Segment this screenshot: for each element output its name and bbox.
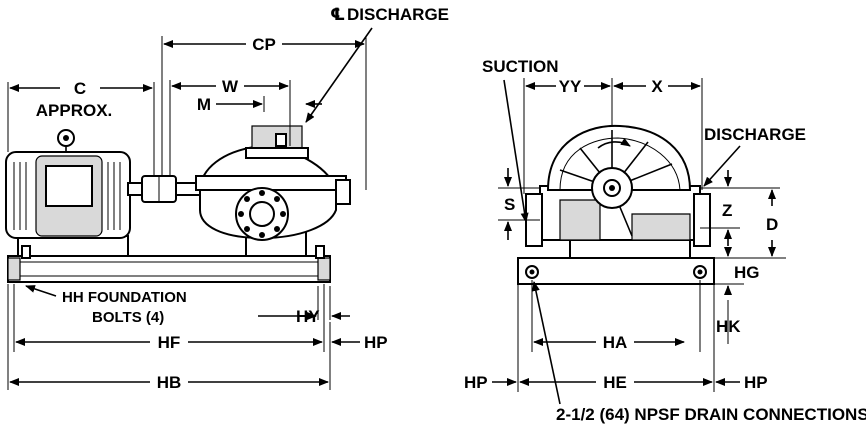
- label-hh-foundation: HH FOUNDATION: [62, 289, 187, 306]
- end-volute: [546, 124, 692, 237]
- label-hp-end-right: HP: [744, 373, 768, 392]
- label-discharge-end: DISCHARGE: [704, 125, 806, 144]
- discharge-flange: [693, 193, 711, 247]
- label-hp-end-left: HP: [464, 373, 488, 392]
- label-w: W: [222, 77, 239, 96]
- label-hb: HB: [157, 373, 182, 392]
- label-cp: CP: [252, 35, 276, 54]
- label-hg: HG: [734, 263, 760, 282]
- motor: [5, 129, 131, 239]
- side-view: C APPROX. CP ℄ DISCHARGE W M HH FOUNDATI…: [5, 5, 449, 392]
- label-c: C: [74, 79, 86, 98]
- label-ha: HA: [603, 333, 628, 352]
- label-hp-side: HP: [364, 333, 388, 352]
- label-x: X: [651, 77, 663, 96]
- label-he: HE: [603, 373, 627, 392]
- label-cl-discharge: DISCHARGE: [347, 5, 449, 24]
- pump-casing-side: [195, 125, 351, 241]
- end-base: [517, 257, 715, 285]
- label-bolts: BOLTS (4): [92, 309, 164, 326]
- label-m: M: [197, 95, 211, 114]
- label-hy: HY: [296, 307, 320, 326]
- end-view: SUCTION YY X DISCHARGE S Z D: [464, 57, 866, 424]
- base-rail: [7, 255, 331, 283]
- label-drain: 2-1/2 (64) NPSF DRAIN CONNECTIONS: [556, 405, 866, 424]
- label-hf: HF: [158, 333, 181, 352]
- label-suction: SUCTION: [482, 57, 559, 76]
- label-s: S: [504, 195, 515, 214]
- label-hk: HK: [716, 317, 741, 336]
- label-d: D: [766, 215, 778, 234]
- label-z: Z: [722, 201, 732, 220]
- centerline-symbol: ℄: [330, 5, 345, 24]
- label-approx: APPROX.: [36, 101, 113, 120]
- label-yy: YY: [559, 77, 582, 96]
